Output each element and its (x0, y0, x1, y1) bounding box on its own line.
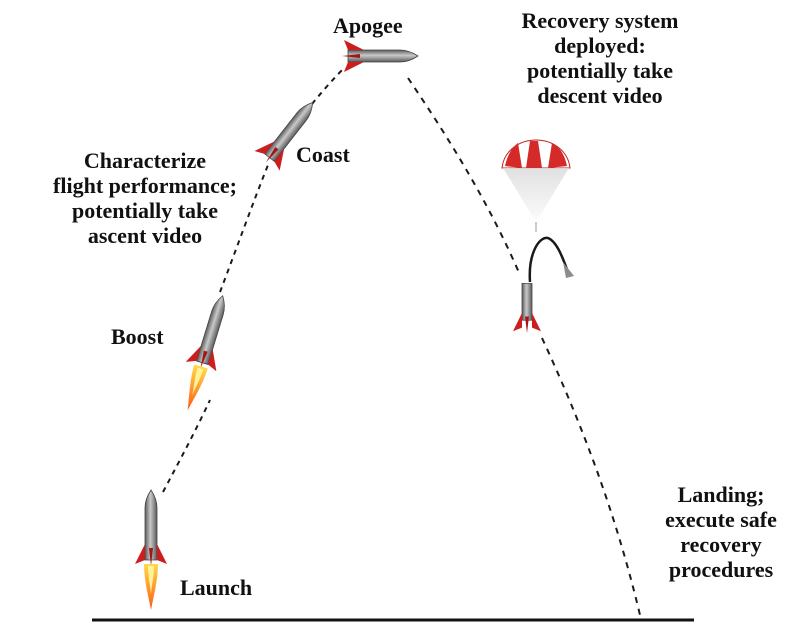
descent-trajectory (407, 77, 521, 276)
ascent-trajectory (162, 399, 211, 493)
label-coast: Coast (296, 142, 350, 167)
descent-trajectory-lower (541, 337, 641, 616)
label-characterize: Characterize flight performance; potenti… (53, 148, 237, 248)
coast-trajectory (299, 69, 343, 121)
parachute-icon (501, 139, 574, 283)
launch-rocket (134, 489, 168, 610)
label-landing: Landing; execute safe recovery procedure… (665, 482, 777, 582)
apogee-rocket (341, 39, 419, 73)
label-recovery: Recovery system deployed: potentially ta… (521, 8, 679, 108)
boost-rocket (180, 290, 239, 413)
ascent-trajectory-upper (219, 164, 269, 293)
descent-rocket (513, 283, 541, 334)
label-apogee: Apogee (333, 13, 403, 38)
label-launch: Launch (180, 575, 253, 600)
label-boost: Boost (111, 324, 164, 349)
